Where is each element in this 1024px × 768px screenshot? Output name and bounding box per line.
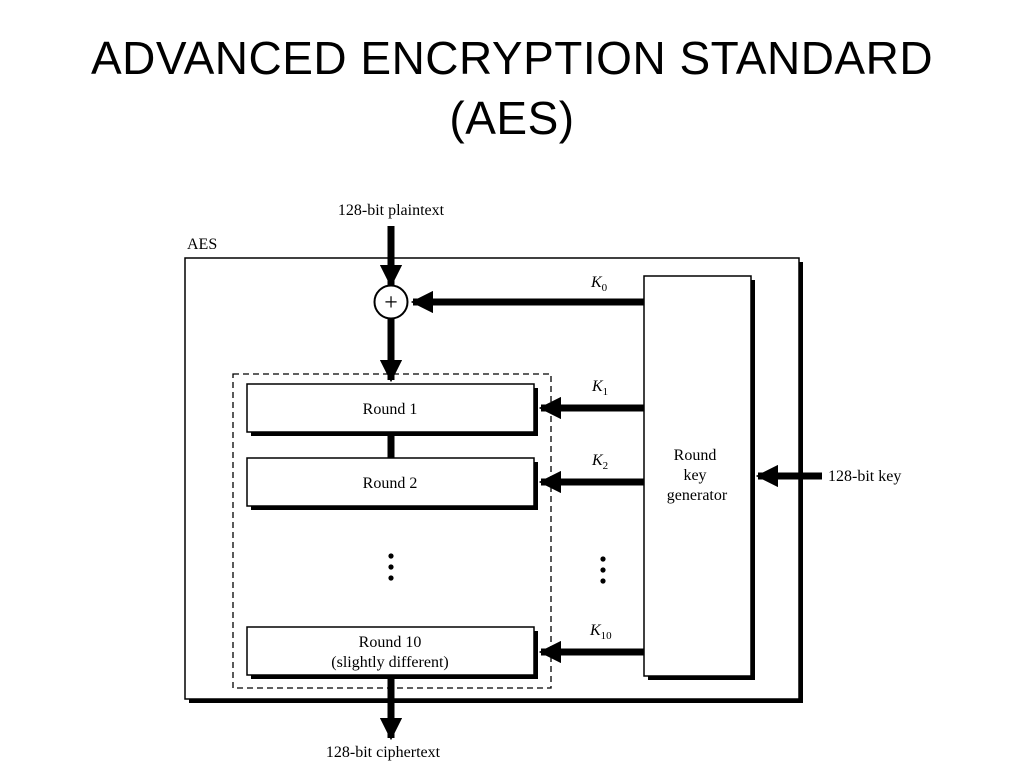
k0-label: K0 [590,274,608,294]
key-generator-label: Round key generator [667,447,728,504]
slide-title-line-1: ADVANCED ENCRYPTION STANDARD [90,32,934,84]
round-1-box [246,383,535,433]
plaintext-label: 128-bit plaintext [338,202,445,219]
k2-label: K2 [591,452,608,472]
key-input-label: 128-bit key [828,468,901,485]
k1-label: K1 [591,378,608,398]
round-2-label: Round 2 [363,475,418,492]
xor-circle [373,284,409,320]
round-1-label: Round 1 [363,401,418,418]
xor-symbol: + [384,290,398,316]
key-generator-box [643,275,752,677]
round-10-label: Round 10 [359,634,422,651]
aes-box-label: AES [187,236,217,253]
slide-title: ADVANCED ENCRYPTION STANDARD (AES) [0,28,1024,148]
round-2-box [246,457,535,507]
round-10-sublabel: (slightly different) [331,654,448,671]
k10-label: K10 [589,622,612,642]
keys-ellipsis [600,556,606,584]
round-10-box [246,626,535,676]
ciphertext-label: 128-bit ciphertext [326,744,441,761]
slide-title-line-2: (AES) [449,92,575,144]
rounds-ellipsis [388,553,394,581]
